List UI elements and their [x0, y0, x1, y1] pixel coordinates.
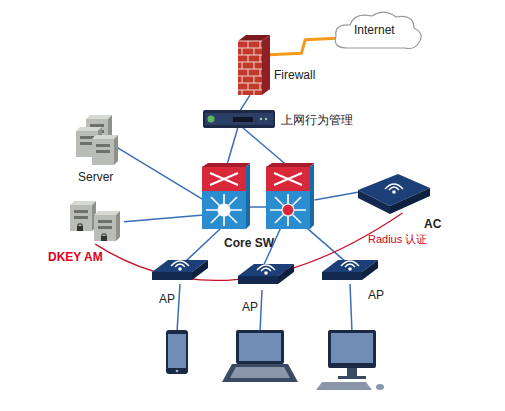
- ap-icon: [238, 262, 294, 290]
- internet-link: [270, 38, 337, 55]
- node-label: Internet: [354, 23, 395, 37]
- core-switch-node: Core SW: [200, 163, 318, 251]
- network-link: [226, 127, 238, 168]
- client-wire: [177, 284, 180, 332]
- node-label: Firewall: [274, 68, 315, 82]
- firewall-icon: [238, 35, 270, 95]
- ap-icon: [152, 258, 208, 286]
- access-controller-node: AC: [358, 172, 442, 234]
- network-link: [124, 215, 204, 222]
- node-label: AP: [368, 288, 384, 302]
- client-wire: [350, 284, 352, 332]
- node-label: AP: [242, 300, 258, 314]
- uplink-wire: [242, 127, 290, 168]
- server-node: Server: [72, 115, 124, 185]
- dkey-icon: [70, 193, 128, 247]
- desktop-icon: [316, 330, 384, 390]
- access-point-node: AP: [322, 258, 384, 303]
- internet-cloud: Internet: [330, 8, 425, 53]
- node-label: DKEY AM: [48, 250, 103, 264]
- node-label: AC: [424, 217, 441, 231]
- node-label: Core SW: [224, 236, 274, 250]
- node-label: Server: [78, 170, 113, 184]
- access-point-node: AP: [238, 262, 294, 312]
- access-point-node: AP: [152, 258, 208, 306]
- tablet-icon: [166, 330, 188, 374]
- firewall-node: Firewall: [238, 35, 318, 97]
- node-label: 上网行为管理: [281, 112, 353, 129]
- device-icon: [203, 110, 275, 128]
- network-link: [314, 192, 360, 200]
- server-icon: [72, 115, 122, 167]
- network-link: [118, 148, 204, 200]
- dkey-am-node: DKEY AM: [48, 193, 128, 265]
- behavior-manager-node: 上网行为管理: [203, 108, 378, 130]
- core-icon: [200, 163, 318, 233]
- network-link: [185, 229, 220, 262]
- ap-icon: [322, 258, 378, 286]
- client-wire: [260, 290, 262, 332]
- edge-label: Radius 认证: [368, 232, 427, 247]
- network-link: [240, 95, 250, 111]
- node-label: AP: [159, 292, 175, 306]
- ac-icon: [358, 172, 432, 216]
- laptop-icon: [222, 330, 298, 382]
